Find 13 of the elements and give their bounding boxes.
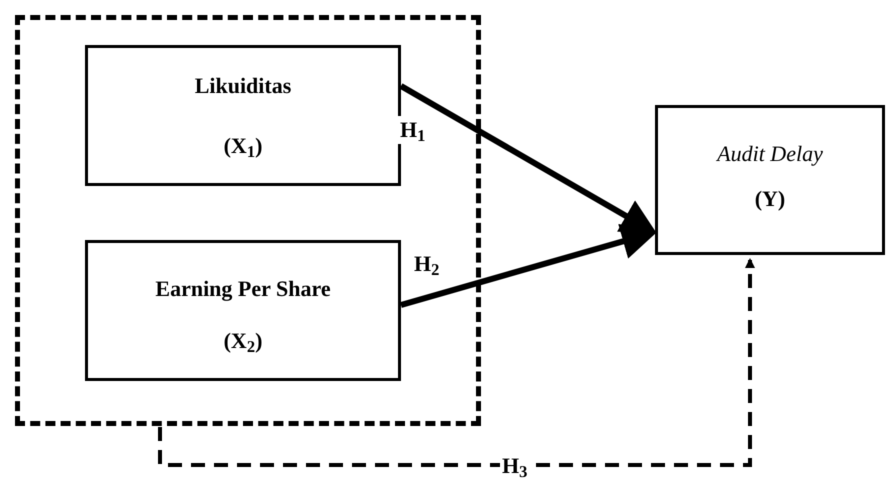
arrow (400, 83, 658, 234)
arrow (158, 258, 755, 467)
node-text: (Y) (754, 184, 786, 213)
node-text: (X$_{2}$) (224, 326, 262, 358)
variable-box (85, 240, 401, 381)
variable-box (85, 45, 401, 186)
node-text: Likuiditas (194, 72, 292, 100)
edge-label: H$_{1}$ (398, 116, 428, 144)
variable-box (655, 105, 885, 255)
node-text: Audit Delay (717, 140, 823, 168)
node-text: (X$_{1}$) (224, 132, 262, 163)
node-text: Earning Per Share (155, 275, 331, 302)
dashed-group-box (15, 15, 481, 426)
